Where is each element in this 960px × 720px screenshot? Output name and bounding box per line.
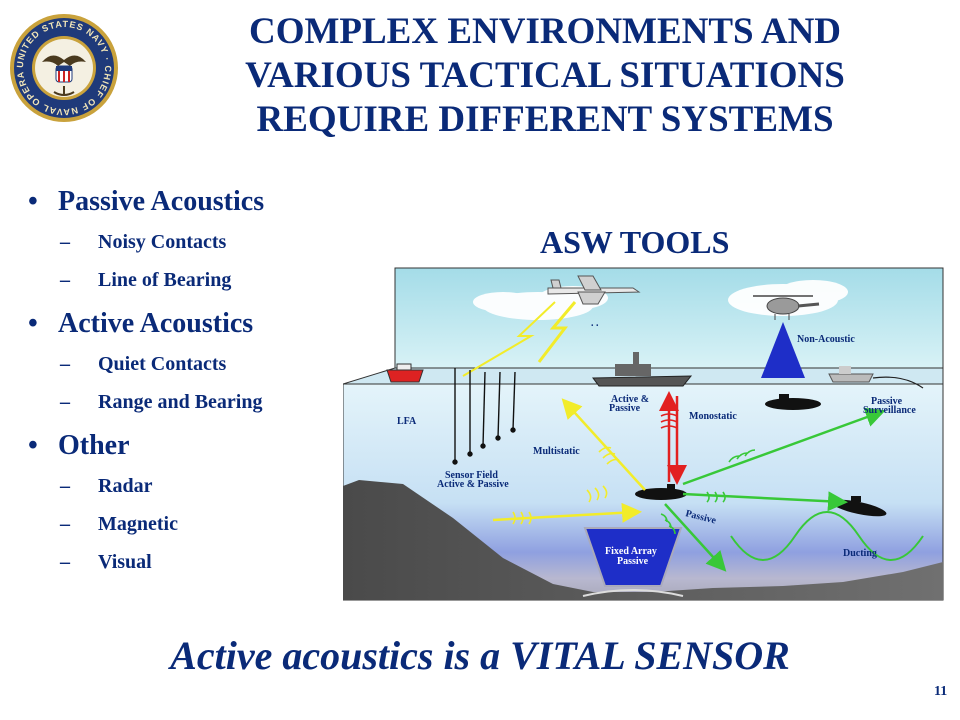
sub-bullet-line-of-bearing: Line of Bearing bbox=[22, 265, 342, 295]
red-wavefronts bbox=[660, 413, 678, 429]
towed-array-line bbox=[872, 376, 924, 389]
dipping-sonar-cone bbox=[761, 322, 805, 378]
bullet-active-acoustics: Active Acoustics bbox=[22, 307, 342, 341]
label-sensor-field-2: Active & Passive bbox=[437, 479, 509, 490]
title-line-1: COMPLEX ENVIRONMENTS AND bbox=[248, 11, 842, 52]
small-ship-icon bbox=[828, 366, 874, 383]
title-line-2: VARIOUS TACTICAL SITUATIONS bbox=[245, 55, 845, 96]
warship-icon bbox=[592, 352, 693, 387]
lfa-ship-icon bbox=[386, 363, 424, 383]
label-ducting: Ducting bbox=[843, 548, 877, 559]
sub-bullet-range-and-bearing: Range and Bearing bbox=[22, 387, 342, 417]
label-monostatic: Monostatic bbox=[689, 411, 737, 422]
label-lfa: LFA bbox=[397, 416, 417, 427]
sky-area bbox=[394, 267, 944, 369]
sub-bullet-quiet-contacts: Quiet Contacts bbox=[22, 349, 342, 379]
bullet-other: Other bbox=[22, 429, 342, 463]
helicopter-icon bbox=[753, 295, 820, 320]
passive-surveillance-arrow bbox=[682, 407, 886, 486]
label-non-acoustic: Non-Acoustic bbox=[797, 334, 855, 345]
svg-text:. .: . . bbox=[591, 318, 599, 329]
aircraft-icon bbox=[547, 275, 641, 305]
datalink-bolt-2 bbox=[462, 301, 556, 377]
bullet-list: Passive Acoustics Noisy Contacts Line of… bbox=[22, 185, 342, 577]
passive-arrow-down bbox=[664, 503, 727, 572]
asw-tools-title: ASW TOOLS bbox=[540, 224, 730, 260]
label-sensor-field-1: Sensor Field bbox=[445, 470, 498, 481]
label-passive-surveillance-2: Surveillance bbox=[863, 405, 916, 416]
multistatic-arrow-left bbox=[492, 502, 642, 523]
tagline: Active acoustics is a VITAL SENSOR bbox=[170, 633, 790, 678]
bullet-passive-acoustics: Passive Acoustics bbox=[22, 185, 342, 219]
passive-arrow-right bbox=[682, 491, 848, 512]
seabed bbox=[343, 480, 943, 600]
multistatic-arrow-up bbox=[561, 398, 646, 491]
slide-title: COMPLEX ENVIRONMENTS AND VARIOUS TACTICA… bbox=[150, 10, 940, 142]
label-active-passive-1: Active & bbox=[611, 394, 649, 405]
sensor-field-buoys bbox=[452, 368, 516, 465]
label-fixed-array-2: Passive bbox=[617, 556, 649, 567]
sub-bullet-noisy-contacts: Noisy Contacts bbox=[22, 227, 342, 257]
label-fixed-array-1: Fixed Array bbox=[605, 546, 657, 557]
label-active-passive-2: Passive bbox=[609, 403, 641, 414]
asw-tools-diagram: . . Non-Acoustic bbox=[343, 267, 944, 601]
sub-bullet-magnetic: Magnetic bbox=[22, 509, 342, 539]
title-line-3: REQUIRE DIFFERENT SYSTEMS bbox=[256, 99, 834, 140]
label-multistatic: Multistatic bbox=[533, 446, 580, 457]
sub-bullet-radar: Radar bbox=[22, 471, 342, 501]
datalink-bolt-1 bbox=[537, 301, 577, 363]
sub-bullet-visual: Visual bbox=[22, 547, 342, 577]
green-wavefronts bbox=[660, 449, 756, 535]
submarine-icon-center bbox=[635, 484, 687, 500]
submarine-icon-surface bbox=[765, 394, 821, 410]
label-passive-surveillance-1: Passive bbox=[871, 396, 903, 407]
ducting-wave bbox=[730, 511, 924, 561]
yellow-wavefronts bbox=[512, 446, 620, 525]
navy-seal-logo: UNITED STATES NAVY · CHIEF OF NAVAL OPER… bbox=[8, 12, 118, 122]
page-number: 11 bbox=[934, 684, 948, 699]
fixed-array-icon bbox=[583, 527, 683, 587]
